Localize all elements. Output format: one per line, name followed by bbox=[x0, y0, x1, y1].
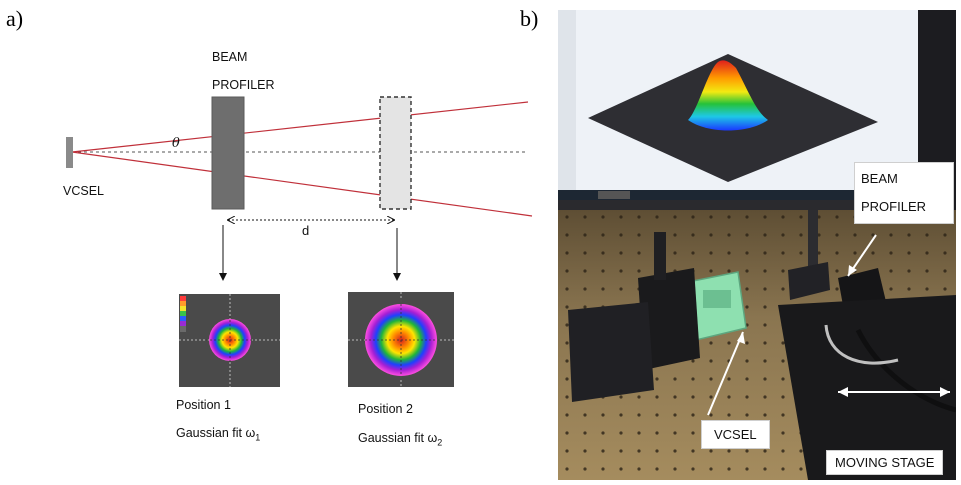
position-2-label: Position 2 bbox=[358, 402, 413, 416]
photo-vcsel-label: VCSEL bbox=[701, 420, 770, 449]
moving-stage bbox=[778, 295, 956, 480]
beam-profiler-position-1 bbox=[211, 96, 245, 210]
gaussian-fit-2-text: Gaussian fit ω bbox=[358, 431, 438, 445]
beam-profile-image-2 bbox=[348, 292, 454, 387]
beam-profiler-label-line-2: PROFILER bbox=[212, 78, 275, 92]
angle-theta-label: θ bbox=[172, 136, 180, 151]
beam-edge-lower bbox=[71, 151, 533, 217]
photo-beam-profiler-line-2: PROFILER bbox=[861, 199, 927, 214]
beam-profiler-label-line-1: BEAM bbox=[212, 50, 248, 64]
vcsel-label: VCSEL bbox=[63, 184, 104, 198]
position-1-label: Position 1 bbox=[176, 398, 231, 412]
gaussian-fit-2-label: Gaussian fit ω2 bbox=[358, 431, 442, 448]
vcsel-source bbox=[66, 137, 73, 168]
photo-beam-profiler-label: BEAM PROFILER bbox=[854, 162, 954, 224]
gaussian-fit-2-subscript: 2 bbox=[437, 437, 443, 448]
photo-beam-profiler-line-1: BEAM bbox=[861, 171, 898, 186]
vcsel-stage bbox=[638, 268, 700, 370]
photo-moving-stage-label: MOVING STAGE bbox=[826, 450, 944, 475]
panel-b-label: b) bbox=[520, 6, 539, 31]
distance-label: d bbox=[302, 223, 310, 238]
gaussian-fit-1-label: Gaussian fit ω1 bbox=[176, 426, 260, 443]
beam-profile-image-1 bbox=[179, 294, 280, 387]
gaussian-fit-1-text: Gaussian fit ω bbox=[176, 426, 256, 440]
beam-edge-upper bbox=[71, 101, 529, 153]
panel-a-label: a) bbox=[6, 6, 24, 31]
beam-profile-peak bbox=[688, 60, 768, 131]
beam-profiler-position-2 bbox=[379, 96, 412, 210]
photo-scene bbox=[558, 10, 956, 480]
setup-photograph bbox=[558, 10, 956, 480]
gaussian-fit-1-subscript: 1 bbox=[255, 432, 261, 443]
vcsel-pointer bbox=[707, 331, 744, 416]
setup-schematic bbox=[66, 96, 533, 387]
